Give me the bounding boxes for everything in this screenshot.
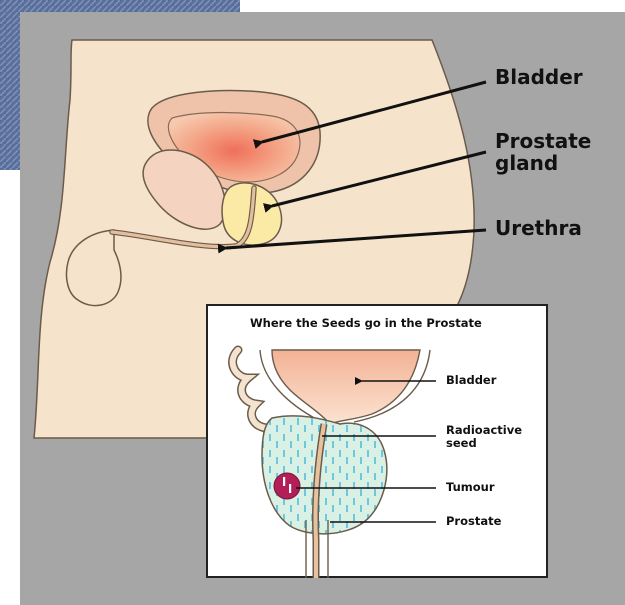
inset-label-radioactive-seed-line1: Radioactive xyxy=(446,424,522,437)
label-prostate-gland: Prostate gland xyxy=(495,130,591,175)
inset-label-radioactive-seed-line2: seed xyxy=(446,437,522,450)
inset-label-radioactive-seed: Radioactive seed xyxy=(446,424,522,450)
label-urethra: Urethra xyxy=(495,217,582,239)
label-bladder: Bladder xyxy=(495,66,583,88)
tumour xyxy=(274,473,300,499)
label-prostate-gland-line2: gland xyxy=(495,152,591,174)
inset-title: Where the Seeds go in the Prostate xyxy=(250,317,482,330)
inset-label-bladder: Bladder xyxy=(446,374,496,387)
inset-label-prostate: Prostate xyxy=(446,515,501,528)
label-prostate-gland-line1: Prostate xyxy=(495,130,591,152)
inset-label-tumour: Tumour xyxy=(446,481,495,494)
